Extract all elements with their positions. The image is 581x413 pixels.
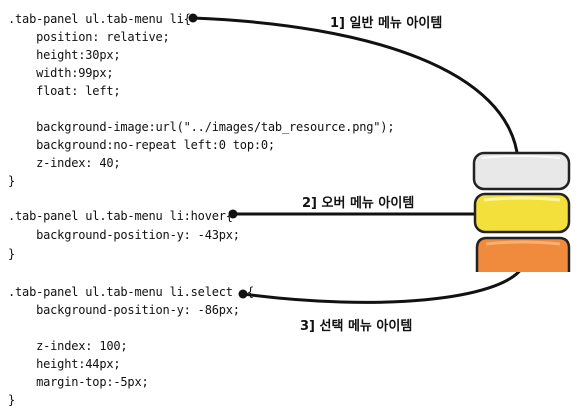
- connector-line: [241, 266, 524, 304]
- connector-select: [238, 266, 524, 304]
- code-line: background-position-y: -86px;: [8, 303, 240, 317]
- code-line: float: left;: [8, 84, 121, 98]
- tab-hover-shape: [473, 192, 571, 234]
- label-select-item: 3] 선택 메뉴 아이템: [300, 319, 413, 334]
- code-line: .tab-panel ul.tab-menu li{: [8, 12, 191, 26]
- code-line: background:no-repeat left:0 top:0;: [8, 138, 275, 152]
- code-line: height:30px;: [8, 48, 121, 62]
- tab-select-illustration: [475, 236, 571, 272]
- code-line: z-index: 100;: [8, 339, 128, 353]
- code-line: height:44px;: [8, 357, 121, 371]
- connector-normal: [188, 13, 520, 162]
- code-line: }: [8, 393, 16, 407]
- code-line: }: [8, 174, 16, 188]
- tab-select-shape: [475, 236, 571, 272]
- code-line: width:99px;: [8, 66, 114, 80]
- label-normal-item: 1] 일반 메뉴 아이템: [330, 16, 443, 31]
- code-line: .tab-panel ul.tab-menu li.select {: [8, 285, 254, 299]
- tab-normal-illustration: [472, 151, 571, 191]
- connector-line: [191, 16, 520, 162]
- tab-hover-illustration: [473, 192, 571, 234]
- code-line: }: [8, 247, 16, 261]
- code-line: margin-top:-5px;: [8, 375, 149, 389]
- label-hover-item: 2] 오버 메뉴 아이템: [302, 196, 415, 211]
- tab-normal-shape: [472, 151, 571, 191]
- code-line: .tab-panel ul.tab-menu li:hover{: [8, 209, 233, 223]
- code-line: position: relative;: [8, 30, 170, 44]
- code-line: background-image:url("../images/tab_reso…: [8, 120, 395, 134]
- code-line: z-index: 40;: [8, 156, 121, 170]
- code-line: background-position-y: -43px;: [8, 228, 240, 242]
